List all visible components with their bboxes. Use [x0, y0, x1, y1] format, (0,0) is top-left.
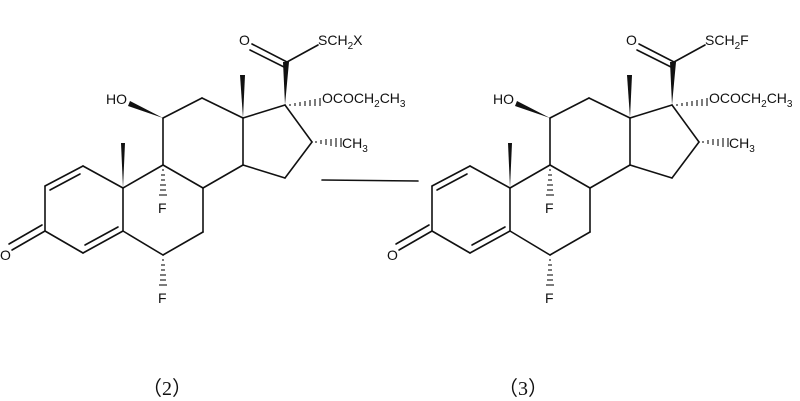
- thioester-sulfur-group: SCH2F: [705, 32, 749, 52]
- compound-2-label: （2）: [142, 377, 192, 400]
- fluoro-6-atom: F: [158, 290, 167, 306]
- methyl-16-group: CH3: [342, 135, 368, 155]
- thioester-oxygen: O: [626, 32, 637, 48]
- ketone-oxygen: O: [0, 247, 11, 263]
- hydroxyl-group: HO: [493, 91, 514, 107]
- propionate-ester-group: OCOCH2CH3: [322, 90, 406, 110]
- propionate-ester-group: OCOCH2CH3: [709, 90, 793, 110]
- methyl-16-group: CH3: [729, 135, 755, 155]
- reaction-arrow: [321, 179, 419, 182]
- compound-3-structure: O O SCH2F OCOCH2CH3 CH3 HO F F: [387, 32, 793, 306]
- fluoro-6-atom: F: [545, 290, 554, 306]
- fluoro-9-atom: F: [158, 200, 167, 216]
- thioester-sulfur-group: SCH2X: [318, 32, 363, 52]
- thioester-oxygen: O: [239, 32, 250, 48]
- compound-3-label: （3）: [498, 377, 548, 400]
- ketone-oxygen: O: [387, 247, 398, 263]
- compound-2-structure: O O SCH2X OCOCH2CH3 CH3 HO F F: [0, 32, 406, 306]
- fluoro-9-atom: F: [545, 200, 554, 216]
- hydroxyl-group: HO: [106, 91, 127, 107]
